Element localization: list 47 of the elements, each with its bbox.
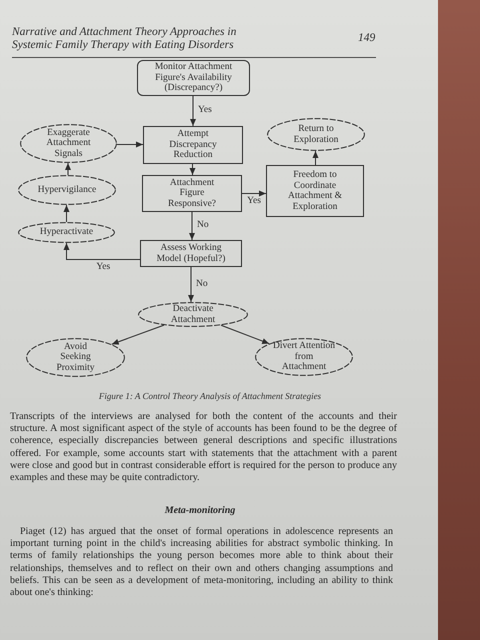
arrow xyxy=(188,266,194,302)
edge-label: Yes xyxy=(247,196,261,206)
process-box xyxy=(143,126,243,164)
process-box xyxy=(266,165,364,217)
arrow xyxy=(220,324,270,344)
running-header: Narrative and Attachment Theory Approaches in Systemic Family Therapy with Eating Disorders xyxy=(12,26,238,52)
arrow xyxy=(65,162,71,176)
page-number: 149 xyxy=(358,32,376,45)
arrow xyxy=(312,150,318,166)
node-text: Assess Working Model (Hopeful?) xyxy=(156,243,226,264)
node-text: Monitor Attachment Figure's Availability (Discrepancy?) xyxy=(154,62,234,94)
arrow xyxy=(190,164,196,176)
edge-label: Yes xyxy=(198,105,212,116)
arrow xyxy=(64,204,70,222)
arrow xyxy=(189,212,195,240)
arrow xyxy=(190,96,196,126)
node-text: Return to Exploration xyxy=(292,124,340,145)
section-heading: Meta-monitoring xyxy=(164,505,236,517)
node-text: Deactivate Attachment xyxy=(170,304,216,325)
body-paragraph: Transcripts of the interviews are analysed for both the content of the accounts and their structure. A most significant aspect of the style of accounts has been found to be the degree of coherence, especially discrepancies between general descriptions and specific illustrations offered. For example, some accounts start with statements that the attachment with a parent were close and good but in contrast considerable effort is required for the person to produce any examples and these may be quite contradictory. xyxy=(10,411,397,484)
rounded-box xyxy=(137,60,250,96)
node-text: Hypervigilance xyxy=(38,184,96,196)
figure-caption: Figure 1: A Control Theory Analysis of Attachment Strategies xyxy=(98,391,322,402)
ellipse-node xyxy=(255,338,353,376)
arrow xyxy=(64,242,140,260)
arrow xyxy=(116,142,144,148)
edge-label: No xyxy=(197,220,209,231)
node-text: Attempt Discrepancy Reduction xyxy=(168,129,218,161)
body-paragraph: Piaget (12) has argued that the onset of formal operations in adolescence represents an important turning point in the child's increasing abilities for abstract symbolic thinking. In terms of family relationships the young person becomes more able to think about their relationships, themselves and to reflect on their own and others changing assumptions and beliefs. This can be seen as a development of meta-monitoring, including an ability to think about one's thinking: xyxy=(10,526,393,600)
ellipse-node xyxy=(26,338,125,377)
ellipse-node xyxy=(138,302,248,327)
node-text: Hyperactivate xyxy=(40,227,94,238)
process-box xyxy=(142,175,242,212)
ellipse-node xyxy=(20,124,117,163)
ellipse-node xyxy=(18,222,115,243)
ellipse-node xyxy=(18,175,116,205)
ellipse-node xyxy=(267,118,365,151)
arrow xyxy=(242,190,266,196)
edge-label: No xyxy=(196,278,208,290)
node-text: Freedom to Coordinate Attachment & Exploration xyxy=(286,170,344,212)
node-text: Exaggerate Attachment Signals xyxy=(45,128,92,160)
edge-label: Yes xyxy=(96,262,110,272)
node-text: Avoid Seeking Proximity xyxy=(55,342,96,374)
arrow xyxy=(111,324,164,345)
node-text: Divert Attention from Attachment xyxy=(272,341,336,373)
node-text: Attachment Figure Responsive? xyxy=(166,178,218,210)
process-box xyxy=(140,240,242,267)
